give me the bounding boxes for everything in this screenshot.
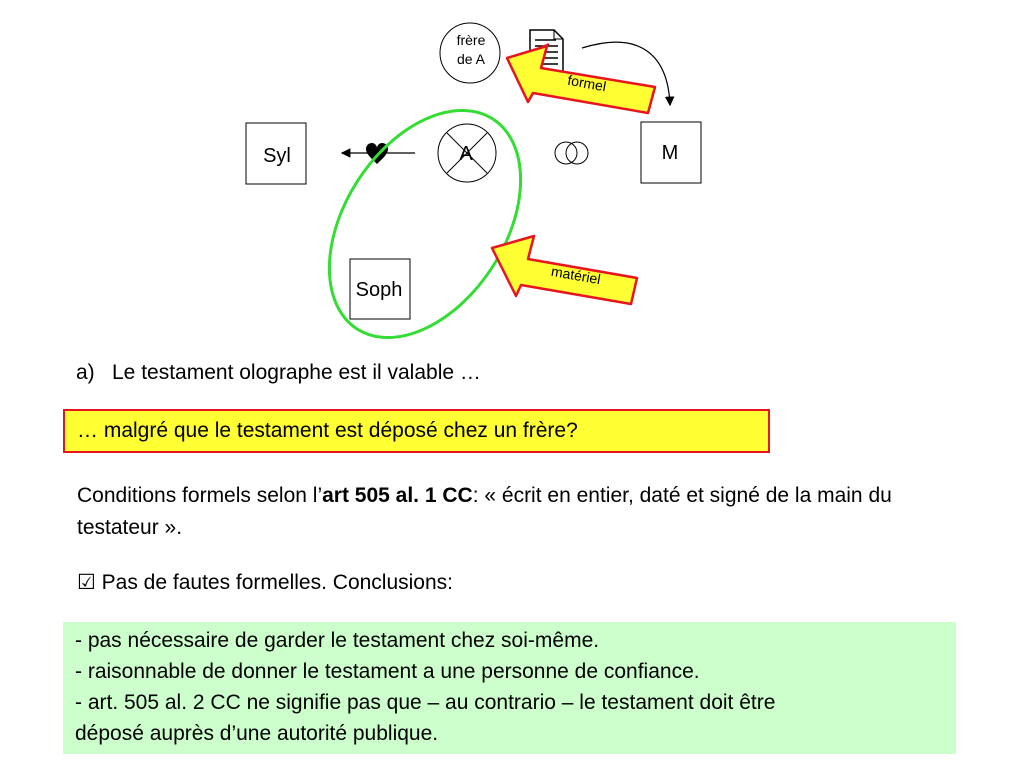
family-diagram: frère de A formel Syl A xyxy=(245,22,702,340)
soph-node: Soph xyxy=(349,258,411,320)
conditions-paragraph: Conditions formels selon l’art 505 al. 1… xyxy=(77,480,957,544)
m-label: M xyxy=(662,142,679,164)
soph-label: Soph xyxy=(356,279,403,301)
conclusions-box: - pas nécessaire de garder le testament … xyxy=(63,622,956,754)
question-marker: a) xyxy=(76,361,95,384)
conclusion-line: - art. 505 al. 2 CC ne signifie pas que … xyxy=(75,691,776,714)
m-node: M xyxy=(640,121,702,184)
a-label: A xyxy=(459,143,473,165)
ellipse-a-soph xyxy=(327,108,523,340)
materiel-arrow: matériel xyxy=(490,234,639,306)
question-text: Le testament olographe est il valable … xyxy=(112,361,481,384)
a-node: A xyxy=(437,123,497,183)
frere-label-line1: frère xyxy=(457,32,486,48)
syl-label: Syl xyxy=(263,145,291,167)
conclusion-line: - raisonnable de donner le testament a u… xyxy=(75,660,700,683)
conclusion-line: déposé auprès d’une autorité publique. xyxy=(75,722,439,745)
conditions-article: art 505 al. 1 CC xyxy=(322,484,473,507)
rings-icon xyxy=(554,141,589,165)
frere-label-line2: de A xyxy=(457,51,486,67)
frere-node: frère de A xyxy=(439,22,501,84)
formel-label: formel xyxy=(566,72,607,95)
curved-arrow xyxy=(581,41,675,107)
highlight-question: … malgré que le testament est déposé che… xyxy=(63,409,770,453)
formel-arrow: formel xyxy=(505,44,657,115)
conditions-suffix: : « écrit en entier, daté et signé de la… xyxy=(77,484,892,539)
question-a: a) Le testament olographe est il valable … xyxy=(76,358,481,387)
syl-node: Syl xyxy=(245,122,307,185)
check-line: ☑ Pas de fautes formelles. Conclusions: xyxy=(77,571,454,594)
conclusion-line: - pas nécessaire de garder le testament … xyxy=(75,629,600,652)
conditions-prefix: Conditions formels selon l’ xyxy=(77,484,323,507)
